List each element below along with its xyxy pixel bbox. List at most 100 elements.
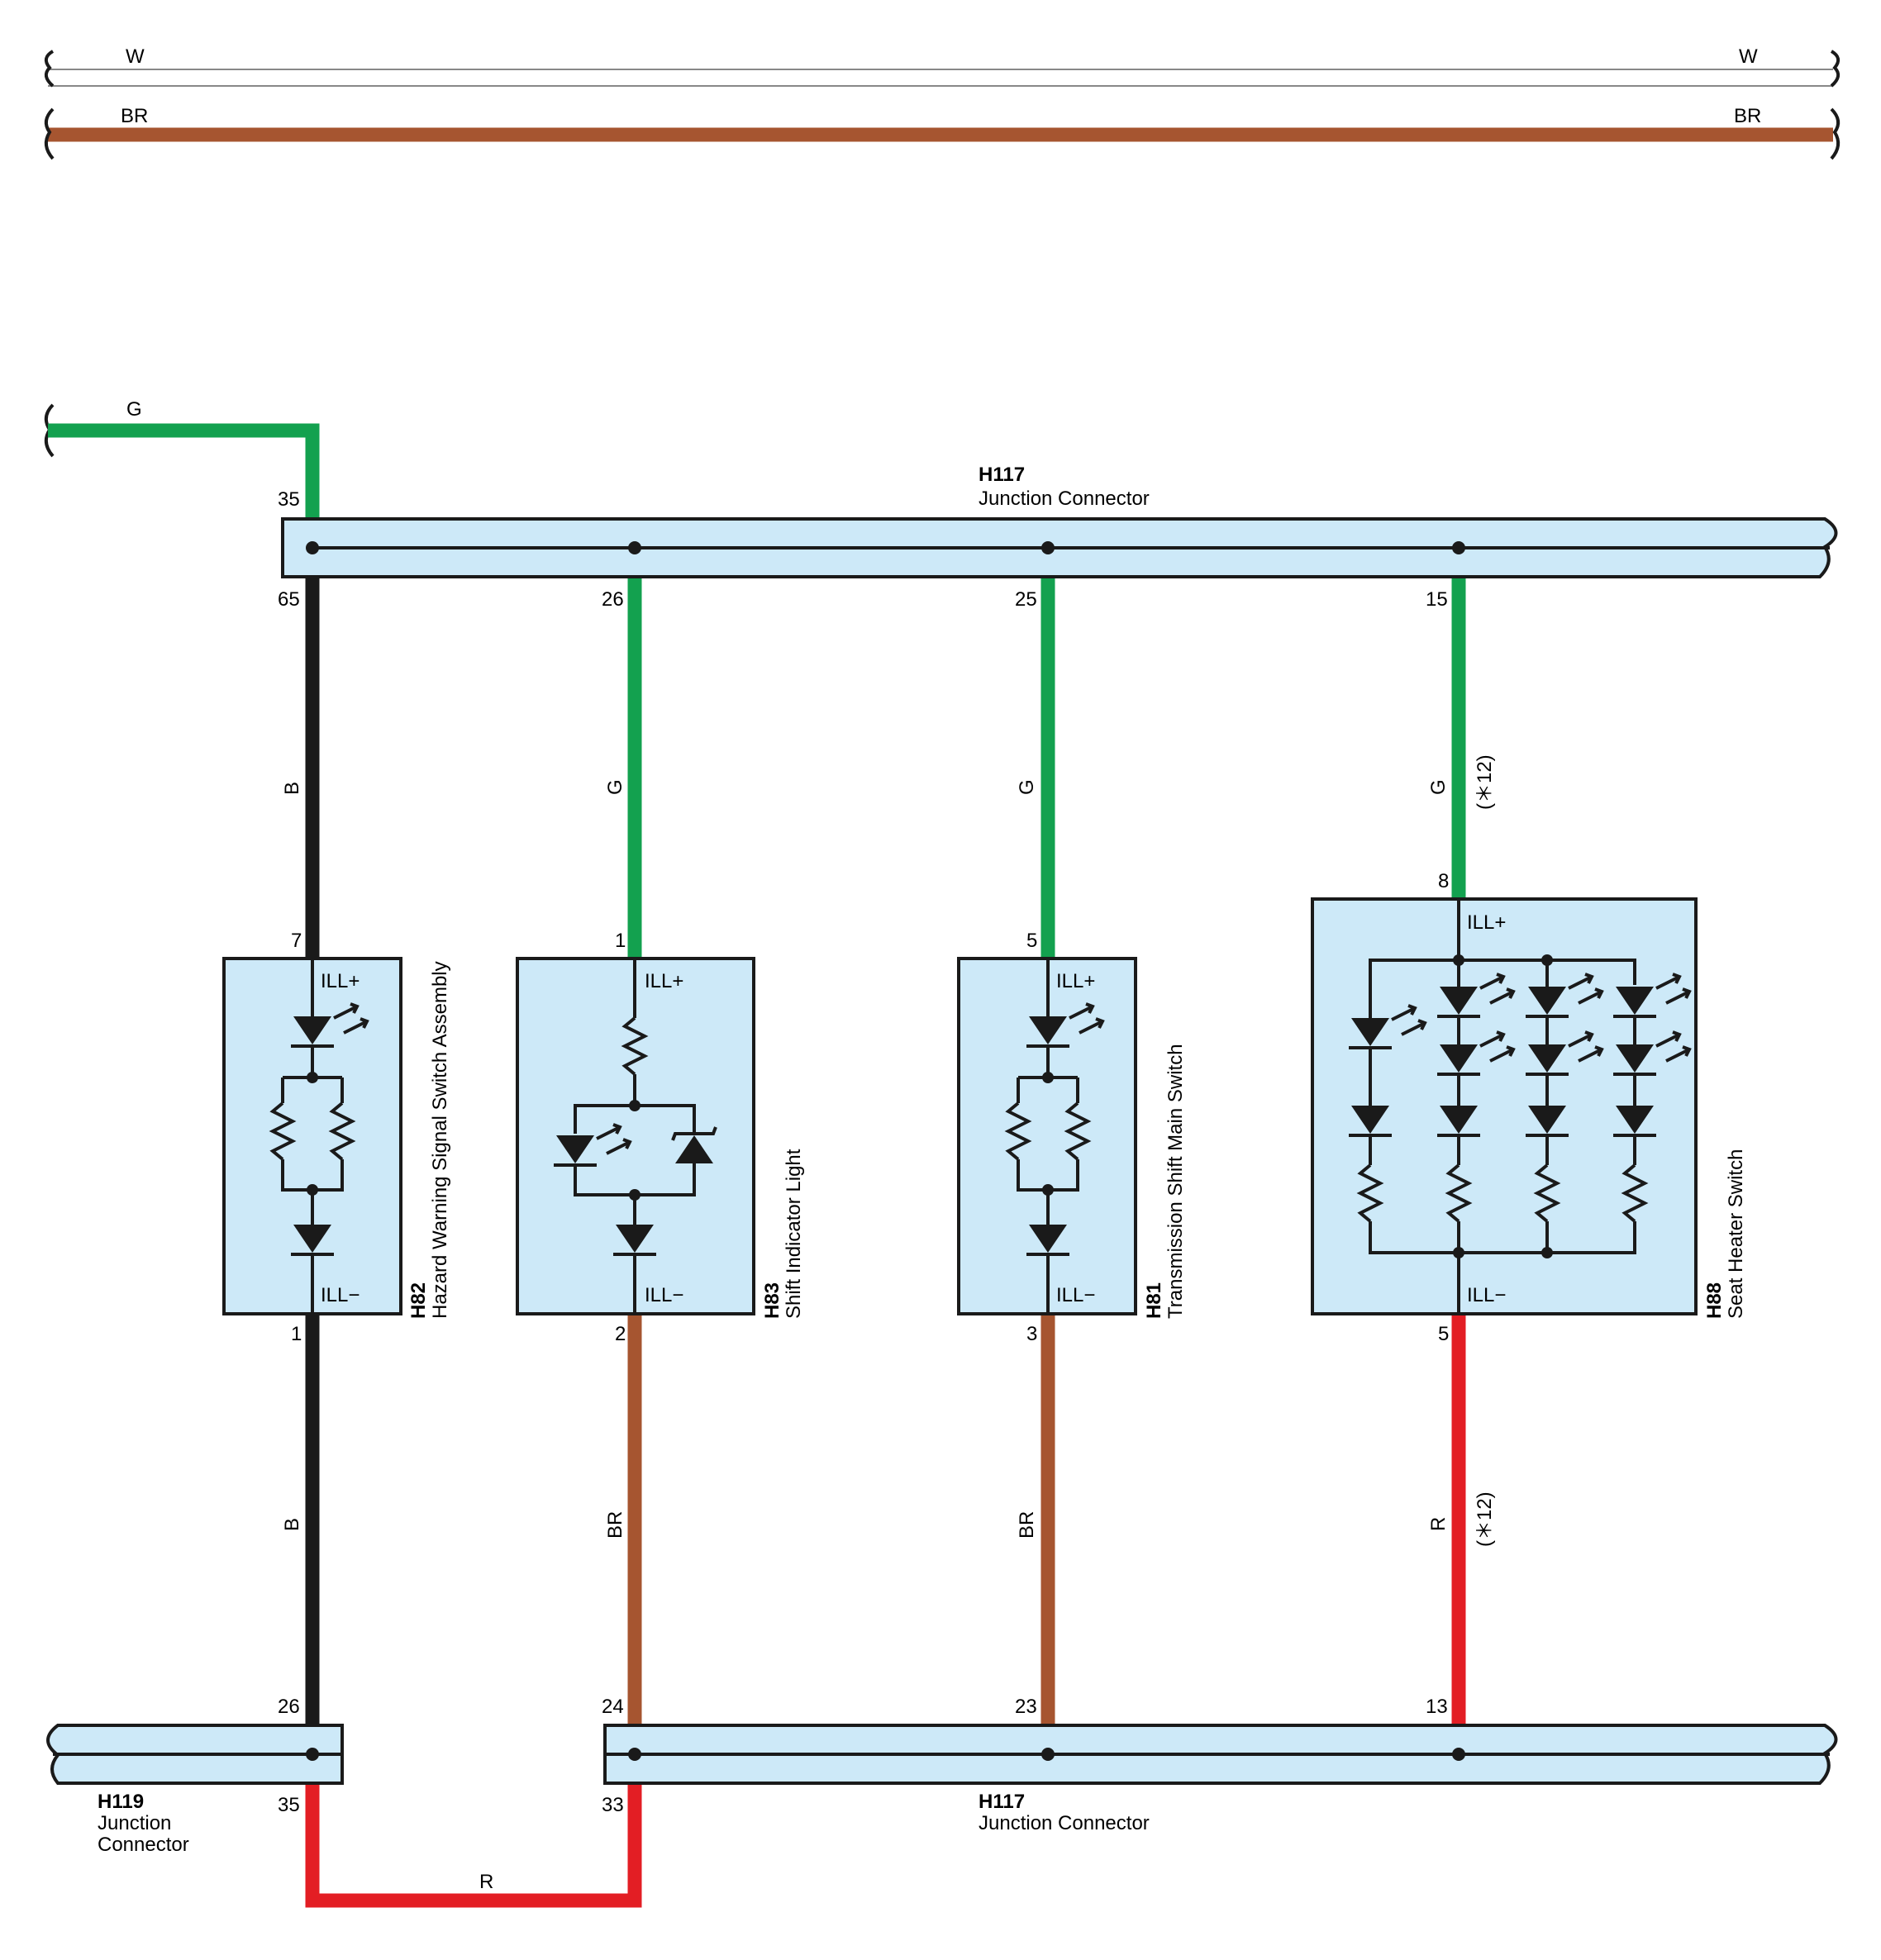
- h117-top-id: H117: [979, 464, 1025, 486]
- h82-id: H82: [407, 1282, 430, 1319]
- led-icon: [1351, 1018, 1389, 1046]
- h117-bottom-pin-24: 24: [602, 1696, 624, 1718]
- diode-icon: [1351, 1106, 1389, 1134]
- h117-top-pin-25: 25: [1015, 588, 1037, 611]
- label-g-h83: G: [604, 779, 626, 795]
- h83-ill-plus: ILL+: [645, 970, 683, 992]
- h82-pin-minus: 1: [291, 1323, 302, 1345]
- h88-pin-minus: 5: [1438, 1323, 1449, 1345]
- led-icon: [1440, 987, 1478, 1015]
- wire-g-input-label: G: [126, 398, 142, 421]
- resistor-icon: [1004, 1101, 1032, 1161]
- led-icon: [556, 1135, 594, 1163]
- h117-top-node-3: [1041, 541, 1055, 554]
- h119-pin-bottom: 35: [278, 1794, 300, 1816]
- resistor-icon: [621, 1016, 649, 1076]
- h119-name-line1: Junction: [98, 1812, 171, 1834]
- h88-id: H88: [1703, 1282, 1726, 1319]
- h82-circuit: [269, 959, 369, 1314]
- h82-ill-plus: ILL+: [321, 970, 360, 992]
- h117-top-node-4: [1452, 541, 1465, 554]
- h117-top-node-1: [306, 541, 319, 554]
- wire-w-label-left: W: [126, 45, 145, 68]
- h81-id: H81: [1143, 1282, 1165, 1319]
- diode-icon: [1029, 1225, 1067, 1253]
- wire-br-label-right: BR: [1734, 105, 1761, 127]
- wire-labels: B B G BR G BR G (＊12) R (＊12) R: [281, 754, 1496, 1893]
- resistor-icon: [269, 1101, 297, 1161]
- h117-top-pin-15: 15: [1426, 588, 1448, 611]
- label-r-h88-note: (＊12): [1474, 1491, 1496, 1547]
- h117-bottom-pin-23: 23: [1015, 1696, 1037, 1718]
- h83-ill-minus: ILL−: [645, 1284, 683, 1306]
- resistor-icon: [1064, 1101, 1092, 1161]
- h117-bottom-id: H117: [979, 1791, 1025, 1813]
- label-b-lower: B: [281, 1518, 303, 1531]
- diode-icon: [1528, 1106, 1566, 1134]
- h119-pin-top: 26: [278, 1696, 300, 1718]
- h88-ill-minus: ILL−: [1467, 1284, 1506, 1306]
- break-mark-left-br: [44, 107, 55, 160]
- component-h83: 1 2 ILL+ ILL− H83 Shift Indicator Light: [516, 930, 805, 1345]
- h117-bottom-node-1: [628, 1748, 641, 1761]
- label-r-link: R: [479, 1871, 493, 1893]
- component-h81: 5 3 ILL+ ILL− H81 Transmission Shift Mai…: [957, 930, 1187, 1345]
- h117-top-name: Junction Connector: [979, 488, 1150, 510]
- led-icon: [293, 1016, 331, 1044]
- h81-pin-plus: 5: [1026, 930, 1037, 952]
- label-g-h81: G: [1016, 779, 1038, 795]
- diode-icon: [293, 1225, 331, 1253]
- label-g-h88: G: [1427, 779, 1450, 795]
- wire-r-link: [305, 1781, 642, 1908]
- h119-id: H119: [98, 1791, 144, 1813]
- label-br-h83: BR: [604, 1511, 626, 1539]
- h88-circuit: [1349, 899, 1692, 1314]
- led-icon: [1029, 1016, 1067, 1044]
- led-icon: [1440, 1044, 1478, 1073]
- h83-pin-minus: 2: [615, 1323, 626, 1345]
- h119-name-line2: Connector: [98, 1834, 189, 1856]
- led-icon: [1616, 1044, 1654, 1073]
- h119-node: [306, 1748, 319, 1761]
- h117-top-pin-input: 35: [278, 488, 300, 511]
- component-h82: 7 1 ILL+ ILL− H82 Hazard Warning Signal …: [222, 930, 451, 1345]
- junction-h117-top: H117 Junction Connector 35 65 26 25 15: [278, 464, 1838, 611]
- h81-pin-minus: 3: [1026, 1323, 1037, 1345]
- wire-br-label-left: BR: [121, 105, 148, 127]
- h82-name: Hazard Warning Signal Switch Assembly: [429, 961, 451, 1319]
- top-wires: W W BR BR: [44, 45, 1841, 160]
- h81-name: Transmission Shift Main Switch: [1164, 1044, 1187, 1319]
- h81-ill-plus: ILL+: [1056, 970, 1095, 992]
- break-mark-left-w: [44, 50, 55, 88]
- h117-bottom-pin-33: 33: [602, 1794, 624, 1816]
- resistor-icon: [1445, 1163, 1473, 1223]
- resistor-icon: [328, 1101, 356, 1161]
- break-mark-right-br: [1830, 107, 1841, 160]
- h83-pin-plus: 1: [615, 930, 626, 952]
- h117-bottom-pin-13: 13: [1426, 1696, 1448, 1718]
- resistor-icon: [1621, 1163, 1649, 1223]
- wire-w-label-right: W: [1739, 45, 1758, 68]
- input-wire: G: [44, 398, 320, 521]
- h81-circuit: [1004, 959, 1105, 1314]
- led-icon: [1528, 987, 1566, 1015]
- h117-top-node-2: [628, 541, 641, 554]
- h117-bottom-node-2: [1041, 1748, 1055, 1761]
- resistor-icon: [1533, 1163, 1561, 1223]
- wire-g-input: [48, 423, 320, 521]
- h117-bottom-node-3: [1452, 1748, 1465, 1761]
- label-g-h88-note: (＊12): [1474, 754, 1496, 810]
- h88-ill-plus: ILL+: [1467, 911, 1506, 934]
- diode-icon: [1440, 1106, 1478, 1134]
- h88-name: Seat Heater Switch: [1725, 1149, 1747, 1319]
- h83-name: Shift Indicator Light: [783, 1149, 805, 1319]
- led-icon: [1528, 1044, 1566, 1073]
- component-h88: 8 5 ILL+ ILL−: [1311, 870, 1747, 1345]
- led-icon: [1616, 987, 1654, 1015]
- h81-ill-minus: ILL−: [1056, 1284, 1095, 1306]
- h82-pin-plus: 7: [291, 930, 302, 952]
- resistor-icon: [1356, 1163, 1384, 1223]
- h83-circuit: [554, 959, 717, 1314]
- branch-wires: [305, 577, 1466, 1908]
